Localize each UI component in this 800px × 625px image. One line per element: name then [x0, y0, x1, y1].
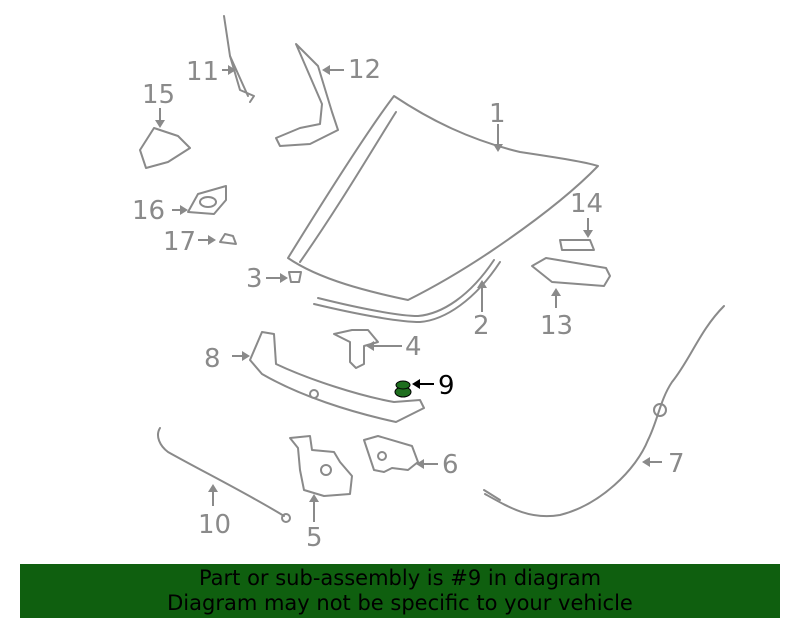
- callout-15: 15: [142, 80, 175, 110]
- callout-5: 5: [306, 523, 323, 553]
- callout-4: 4: [405, 332, 422, 362]
- part-13-lamp: [531, 257, 611, 287]
- leader-13: [551, 288, 561, 308]
- leader-6: [416, 459, 438, 469]
- part-12-hinge: [275, 43, 339, 147]
- part-4-bracket: [333, 329, 379, 369]
- part-16-insulator: [187, 185, 227, 215]
- callout-16: 16: [132, 196, 165, 226]
- callout-8: 8: [204, 344, 221, 374]
- leader-12: [322, 65, 344, 75]
- part-7-cable: [483, 305, 725, 518]
- leader-3: [266, 273, 288, 283]
- leader-14: [583, 218, 593, 238]
- callout-11: 11: [186, 57, 219, 87]
- part-10-prop-cable: [157, 427, 291, 523]
- leader-8: [232, 351, 250, 361]
- disclaimer-banner: Part or sub-assembly is #9 in diagram Di…: [20, 564, 780, 618]
- callout-10: 10: [198, 510, 231, 540]
- leader-16: [172, 205, 188, 215]
- callout-6: 6: [442, 450, 459, 480]
- banner-line-2: Diagram may not be specific to your vehi…: [167, 591, 633, 615]
- leader-4: [366, 341, 402, 351]
- parts-diagram: 1 2 3 4 5 6 7 8 9 10 11 12 13 14 15 16 1…: [132, 15, 725, 553]
- callout-12: 12: [348, 55, 381, 85]
- part-6-striker: [363, 435, 419, 473]
- part-3-bumper: [288, 271, 302, 283]
- part-2-weatherstrip: [313, 259, 501, 323]
- callout-17: 17: [163, 227, 196, 257]
- callout-13: 13: [540, 311, 573, 341]
- callout-7: 7: [668, 449, 685, 479]
- leader-7: [642, 457, 662, 467]
- part-8-support: [249, 331, 425, 423]
- callout-3: 3: [246, 264, 263, 294]
- part-9-clip: [394, 380, 412, 398]
- callout-1: 1: [489, 99, 506, 129]
- leader-10: [208, 484, 218, 506]
- leader-17: [198, 235, 216, 245]
- leader-11: [222, 65, 236, 75]
- part-17-cap: [219, 233, 237, 245]
- banner-line-1: Part or sub-assembly is #9 in diagram: [198, 566, 602, 590]
- part-5-latch: [289, 435, 353, 497]
- leader-1: [493, 124, 503, 152]
- callout-2: 2: [473, 311, 490, 341]
- part-14-bulb: [559, 239, 595, 251]
- leader-9: [412, 379, 434, 389]
- part-11-strut: [223, 15, 255, 103]
- part-1-hood: [287, 95, 599, 301]
- part-15-trim: [139, 127, 191, 169]
- leader-15: [155, 108, 165, 128]
- callout-14: 14: [570, 189, 603, 219]
- callout-9: 9: [438, 371, 455, 401]
- leader-2: [477, 280, 487, 312]
- leader-5: [309, 494, 319, 522]
